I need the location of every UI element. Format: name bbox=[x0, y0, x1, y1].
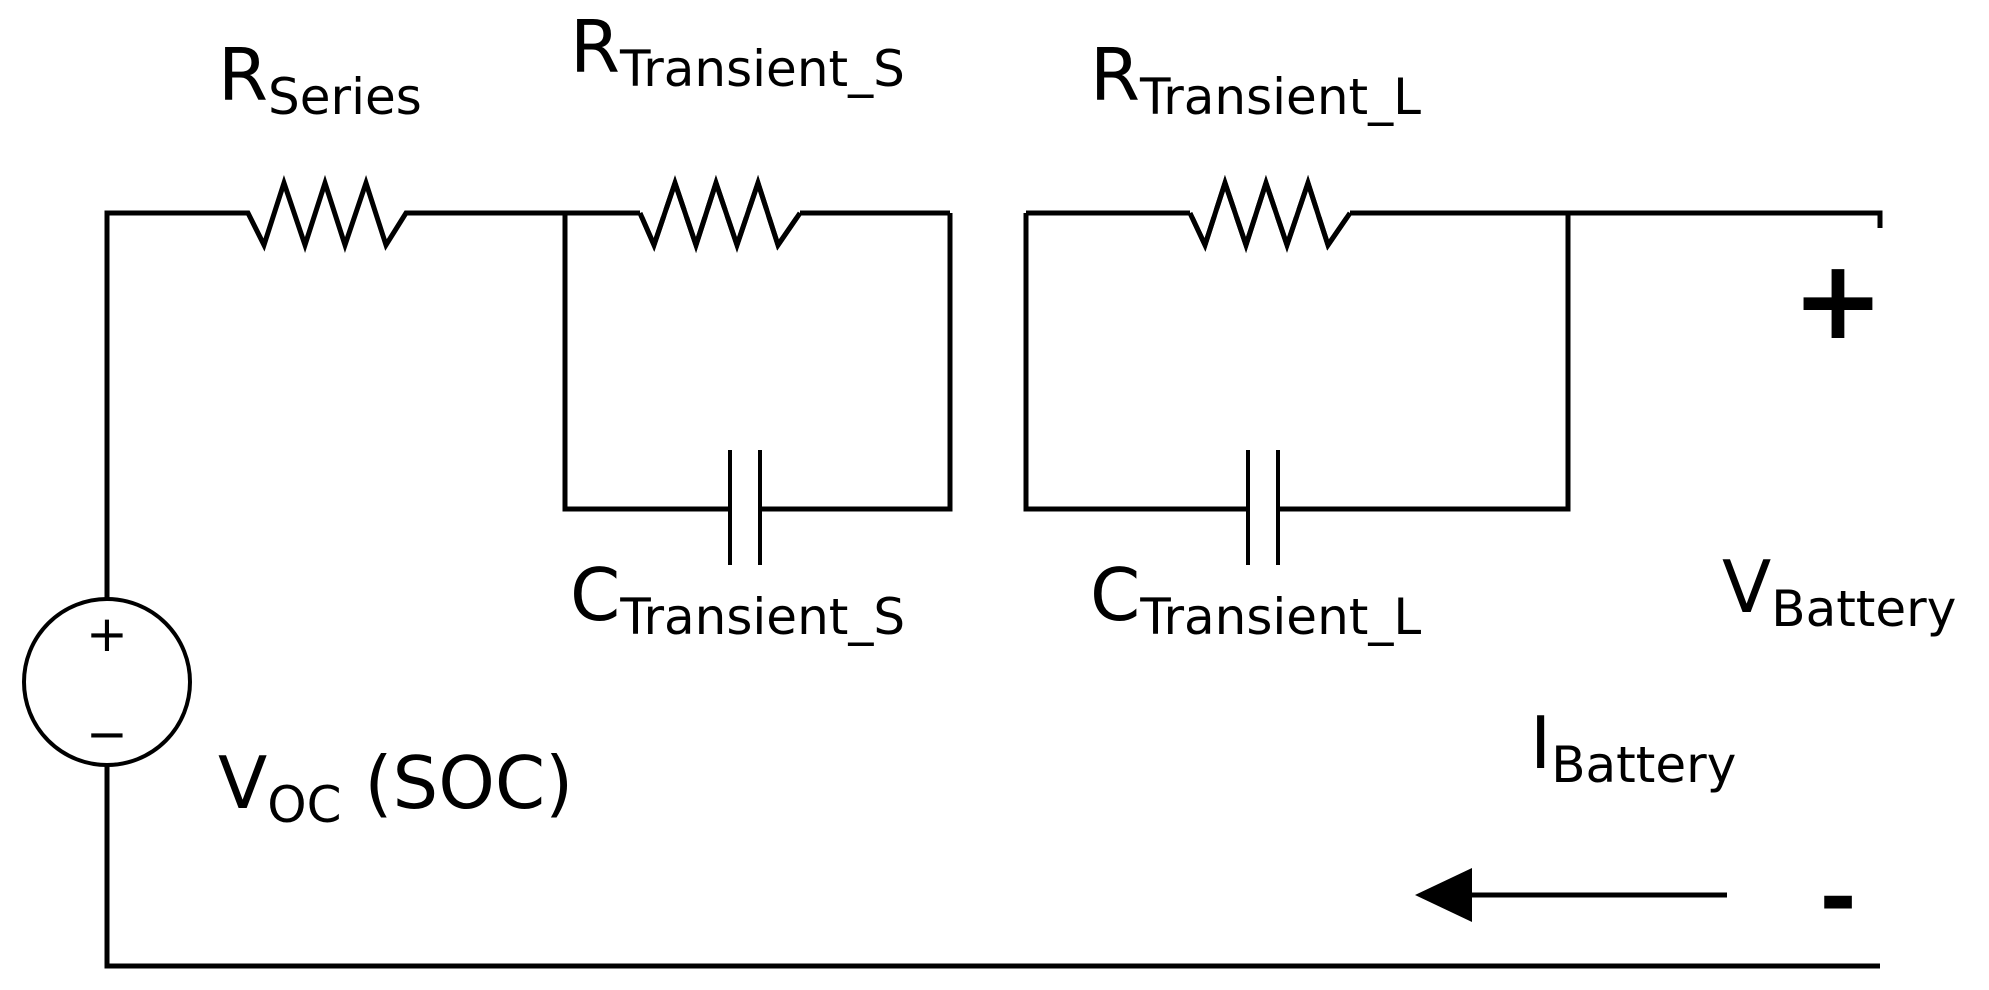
top-wire bbox=[104, 174, 950, 605]
wire-positive-terminal bbox=[1568, 210, 1883, 228]
label-r-series: RSeries bbox=[218, 33, 422, 126]
label-c-transient-s: CTransient_S bbox=[570, 553, 905, 646]
wire-stage-s bbox=[562, 213, 953, 512]
terminal-negative-sign: - bbox=[1819, 845, 1856, 950]
wire-stage-l bbox=[1023, 210, 1571, 512]
capacitor-c-transient-s-plates bbox=[728, 450, 762, 565]
label-v-oc-soc: VOC (SOC) bbox=[218, 741, 573, 834]
label-r-transient-s: RTransient_S bbox=[570, 5, 905, 98]
source-negative-sign: − bbox=[86, 705, 128, 763]
current-arrow-head bbox=[1415, 868, 1472, 922]
voltage-source-icon bbox=[22, 597, 192, 767]
capacitor-c-transient-l-plates bbox=[1246, 450, 1280, 565]
source-positive-sign: + bbox=[86, 605, 128, 663]
label-v-battery: VBattery bbox=[1722, 545, 1956, 638]
terminal-positive-sign: + bbox=[1792, 236, 1884, 364]
wire-return bbox=[104, 760, 1880, 969]
label-i-battery: IBattery bbox=[1530, 701, 1736, 794]
label-r-transient-l: RTransient_L bbox=[1090, 33, 1421, 126]
label-c-transient-l: CTransient_L bbox=[1090, 553, 1421, 646]
